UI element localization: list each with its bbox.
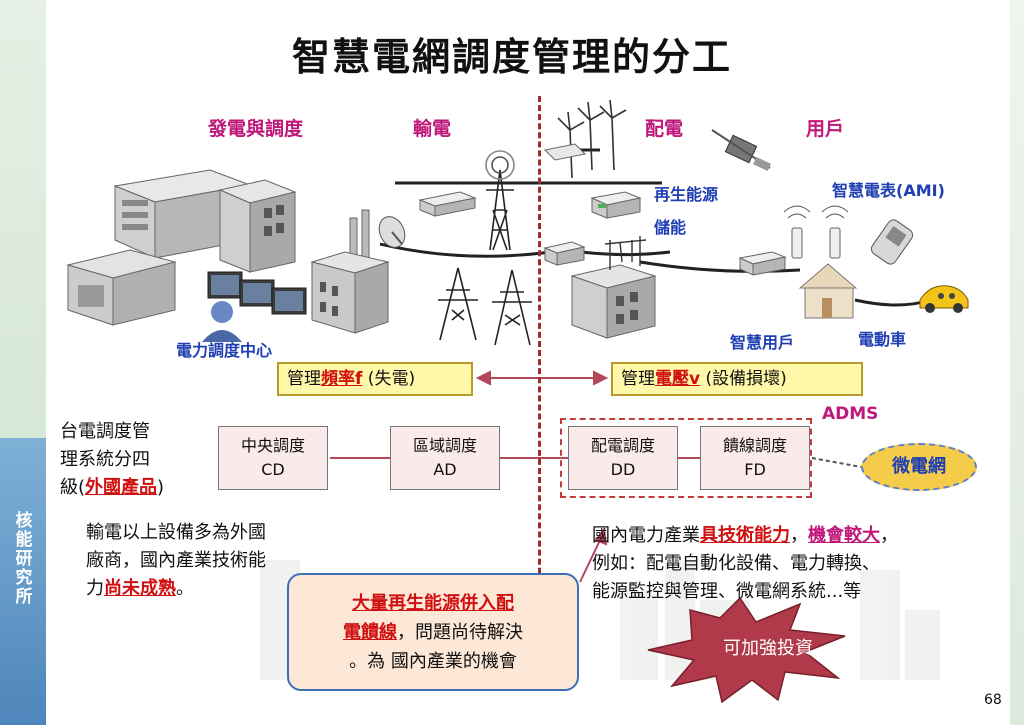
adms-label: ADMS: [822, 404, 879, 424]
opportunity-highlight: 機會較大: [808, 525, 880, 546]
box-feeder-dispatch: 饋線調度 FD: [700, 426, 810, 490]
satellite-icon: [711, 129, 771, 172]
label-smart-customer: 智慧用戶: [730, 333, 795, 352]
transmission-para-line2: 廠商，國內產業技術能: [86, 550, 266, 571]
section-divider: [538, 96, 541, 601]
callout-line1: 大量再生能源併入配: [352, 593, 514, 614]
manage-left-suffix: (失電): [362, 369, 416, 389]
manage-right-suffix: (設備損壞): [700, 369, 787, 389]
right-decor-strip: [1010, 0, 1024, 725]
renewable-callout-box: 大量再生能源併入配 電饋線，問題尚待解決 。為 國內產業的機會: [287, 573, 579, 691]
transmission-tower-icon-3: [492, 269, 532, 346]
tower-building-icon: [218, 179, 297, 273]
manage-right-highlight: 電壓v: [655, 369, 701, 389]
transmission-paragraph: 輸電以上設備多為外國 廠商，國內產業技術能 力尚未成熟。: [86, 519, 356, 603]
section-transmission: 輸電: [413, 118, 452, 140]
microgrid-ellipse: 微電網: [861, 443, 977, 491]
dispatch-levels-line1: 台電調度管: [60, 421, 150, 442]
satellite-dish-icon: [378, 216, 406, 248]
label-smart-meter: 智慧電表(AMI): [832, 181, 945, 200]
domestic-industry-paragraph: 國內電力產業具技術能力，機會較大， 例如：配電自動化設備、電力轉換、 能源監控與…: [592, 522, 1022, 606]
label-renewable: 再生能源: [654, 185, 719, 204]
domestic-para-line2: 例如：配電自動化設備、電力轉換、: [592, 553, 880, 574]
substation-building-icon: [570, 264, 657, 339]
invest-burst-shape: [647, 596, 846, 704]
immature-highlight: 尚未成熟: [104, 578, 176, 599]
domestic-para-line3: 能源監控與管理、微電網系統...等: [592, 581, 862, 602]
callout-line2: 電饋線，問題尚待解決: [343, 622, 523, 643]
transmission-tower-icon-2: [438, 267, 478, 341]
invest-burst-text: 可加強投資: [723, 638, 813, 659]
manage-double-arrow: [475, 370, 609, 386]
power-plant-icon: [310, 209, 390, 334]
box-distribution-name: 配電調度: [590, 436, 655, 455]
wind-turbine-icons: [557, 99, 627, 179]
feeder-router-icon: [738, 251, 787, 276]
operator-icon: [202, 301, 242, 342]
box-central-dispatch: 中央調度 CD: [218, 426, 328, 490]
box-area-code: AD: [433, 460, 457, 479]
warehouse-icon: [66, 249, 177, 326]
dispatch-levels-line3: 級(外國產品): [60, 477, 165, 498]
slide-title: 智慧電網調度管理的分工: [291, 35, 732, 79]
dispatch-levels-line2: 理系統分四: [60, 449, 150, 470]
house-icon: [798, 263, 858, 319]
label-ev: 電動車: [858, 330, 907, 349]
sidebar-blue-band: [0, 438, 46, 725]
adms-group-outline: [560, 418, 812, 498]
box-feeder-name: 饋線調度: [722, 436, 787, 455]
transmission-para-line1: 輸電以上設備多為外國: [86, 522, 266, 543]
label-storage: 儲能: [654, 218, 687, 237]
label-dispatch-center: 電力調度中心: [176, 341, 273, 360]
transmission-tower-icon: [485, 150, 515, 251]
manage-right-prefix: 管理: [621, 369, 655, 389]
handheld-meter-icon: [870, 219, 914, 265]
box-area-name: 區域調度: [412, 436, 477, 455]
box-distribution-dispatch: 配電調度 DD: [568, 426, 678, 490]
solar-panel-icon: [543, 143, 587, 161]
section-customer: 用戶: [806, 118, 845, 140]
substation-frame-icon: [604, 236, 647, 270]
router-icon: [418, 191, 477, 217]
sidebar-org-name: 核能研究所: [15, 511, 33, 607]
dispatch-levels-text: 台電調度管 理系統分四 級(外國產品): [60, 418, 210, 502]
box-feeder-code: FD: [744, 460, 766, 479]
transmission-para-line3: 力尚未成熟。: [86, 578, 194, 599]
section-distribution: 配電: [645, 118, 684, 140]
callout-arrow: [579, 527, 608, 583]
manage-voltage-box: 管理電壓v (設備損壞): [611, 362, 863, 396]
box-area-dispatch: 區域調度 AD: [390, 426, 500, 490]
page-number: 68: [984, 692, 1002, 708]
gateway-icon: [543, 241, 586, 266]
electric-car-icon: [919, 285, 969, 313]
callout-line3: 。為 國內產業的機會: [349, 651, 517, 672]
manage-left-prefix: 管理: [287, 369, 321, 389]
foreign-product-highlight: 外國產品: [85, 477, 158, 498]
monitors-icon: [207, 271, 307, 315]
box-central-code: CD: [261, 460, 285, 479]
storage-unit-icon: [590, 191, 642, 219]
domestic-para-line1: 國內電力產業具技術能力，機會較大，: [592, 525, 898, 546]
section-generation: 發電與調度: [208, 118, 304, 140]
box-central-name: 中央調度: [240, 436, 305, 455]
manage-left-highlight: 頻率f: [321, 369, 363, 389]
box-distribution-code: DD: [610, 460, 636, 479]
smart-meter-antenna-icons: [783, 205, 849, 259]
capability-highlight: 具技術能力: [700, 525, 790, 546]
manage-frequency-box: 管理頻率f (失電): [277, 362, 473, 396]
